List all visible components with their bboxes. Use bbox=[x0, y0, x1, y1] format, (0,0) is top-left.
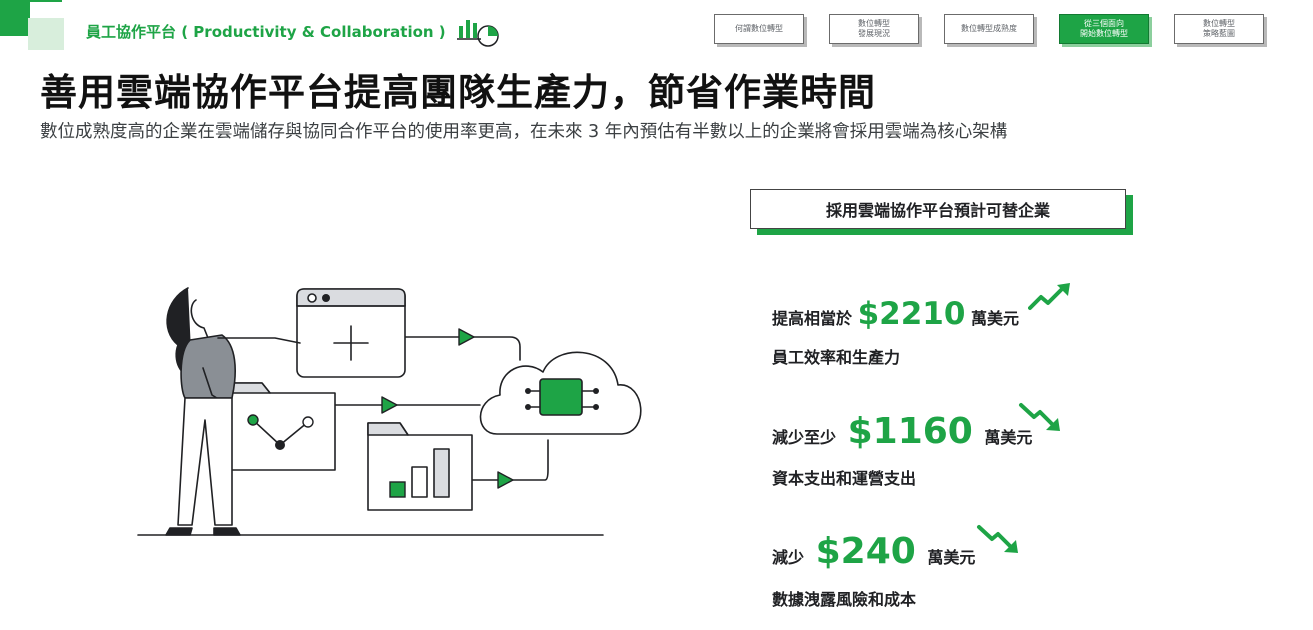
trend-up-icon bbox=[1028, 283, 1070, 310]
collaboration-illustration bbox=[137, 287, 642, 536]
stat-desc: 數據洩露風險和成本 bbox=[772, 590, 917, 609]
trend-down-icon bbox=[1019, 403, 1060, 431]
stat-value: $1160 bbox=[847, 411, 973, 452]
stat-desc: 員工效率和生產力 bbox=[772, 348, 901, 367]
stat-value: $240 bbox=[815, 531, 916, 572]
page-title: 善用雲端協作平台提高團隊生產力，節省作業時間 bbox=[40, 71, 876, 114]
savings-banner: 採用雲端協作平台預計可替企業 bbox=[750, 189, 1126, 229]
page-subtitle: 數位成熟度高的企業在雲端儲存與協同合作平台的使用率更高，在未來 3 年內預估有半… bbox=[40, 122, 1008, 142]
chart-icon bbox=[457, 20, 499, 47]
trend-down-icon bbox=[977, 525, 1018, 553]
tab-what-is-dx[interactable]: 何謂數位轉型 bbox=[714, 14, 804, 44]
stat-data-breach: 減少 $240 萬美元 bbox=[772, 531, 975, 572]
stat-prefix: 提高相當於 bbox=[772, 309, 853, 328]
stat-unit: 萬美元 bbox=[984, 428, 1033, 447]
tab-strategy-blueprint[interactable]: 數位轉型 策略藍圖 bbox=[1174, 14, 1264, 44]
stat-unit: 萬美元 bbox=[927, 548, 976, 567]
section-label: 員工協作平台 ( Productivity & Collaboration ) bbox=[86, 23, 446, 41]
stat-prefix: 減少至少 bbox=[772, 428, 837, 447]
logo-square bbox=[0, 0, 30, 36]
tab-dx-maturity[interactable]: 數位轉型成熟度 bbox=[944, 14, 1034, 44]
tab-dx-status[interactable]: 數位轉型 發展現況 bbox=[829, 14, 919, 44]
stat-unit: 萬美元 bbox=[971, 309, 1020, 328]
tab-three-aspects[interactable]: 從三個面向 開始數位轉型 bbox=[1059, 14, 1149, 44]
stat-prefix: 減少 bbox=[772, 548, 805, 567]
stat-productivity: 提高相當於 $2210 萬美元 bbox=[772, 296, 1019, 332]
stat-value: $2210 bbox=[857, 296, 966, 332]
stat-desc: 資本支出和運營支出 bbox=[772, 469, 917, 488]
stat-capex-opex: 減少至少 $1160 萬美元 bbox=[772, 411, 1032, 452]
logo-accent-line bbox=[30, 0, 62, 12]
logo-square-light bbox=[28, 18, 64, 50]
